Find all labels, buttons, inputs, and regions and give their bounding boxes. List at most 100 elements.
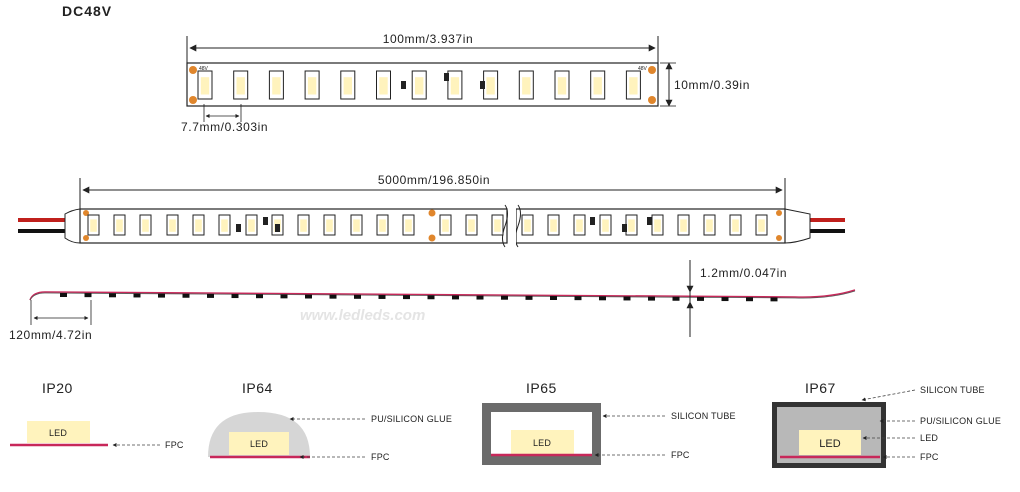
resistor-chip	[275, 224, 280, 232]
led-chip-emitter	[706, 219, 713, 232]
callout-glue: PU/SILICON GLUE	[371, 414, 452, 424]
side-led-chip	[280, 294, 288, 299]
led-chip-emitter	[272, 77, 281, 95]
callout-led: LED	[920, 433, 938, 443]
led-chip-emitter	[236, 77, 245, 95]
led-chip	[229, 432, 289, 455]
callout-fpc: FPC	[920, 452, 939, 462]
callout-fpc: FPC	[371, 452, 390, 462]
side-led-chip	[648, 296, 655, 301]
side-led-chip	[378, 294, 386, 299]
ip67-section: IP67 LED SILICON TUBE PU/SILICON GLUE LE…	[772, 380, 1001, 468]
led-chip-emitter	[732, 219, 739, 232]
led-chip-emitter	[307, 77, 317, 95]
strip-full-reel: 5000mm/196.850in	[18, 173, 845, 248]
resistor-chip	[622, 224, 627, 232]
led-chip-emitter	[628, 219, 635, 232]
ip-rating-title: IP64	[242, 380, 273, 396]
voltage-title: DC48V	[62, 3, 112, 19]
led-chip-emitter	[550, 219, 557, 232]
led-chip-emitter	[602, 219, 609, 232]
led-chip	[799, 430, 861, 455]
led-label: LED	[819, 438, 840, 450]
side-led-chip	[84, 293, 92, 298]
side-led-chip	[207, 293, 214, 298]
side-led-chip	[721, 297, 729, 302]
led-chip-emitter	[450, 77, 460, 95]
ip65-section: IP65 LED SILICON TUBE FPC	[482, 380, 736, 465]
led-chip-emitter	[379, 77, 388, 95]
strip-side-view: www.ledleds.com 1.2mm/0.047in 120mm/4.72…	[9, 260, 856, 342]
side-led-chip	[697, 296, 704, 301]
ip64-section: IP64 LED PU/SILICON GLUE FPC	[208, 380, 452, 462]
solder-pad	[189, 66, 197, 74]
thickness-label: 1.2mm/0.047in	[700, 266, 787, 280]
side-led-chip	[60, 293, 67, 297]
led-chip-emitter	[343, 77, 352, 95]
ip20-section: IP20 LED FPC	[10, 380, 184, 450]
resistor-chip	[236, 224, 241, 232]
full-length-label: 5000mm/196.850in	[378, 173, 490, 187]
led-chip-emitter	[326, 219, 333, 232]
solder-pad	[83, 235, 89, 241]
led-chip-emitter	[415, 77, 424, 95]
led-chip-emitter	[654, 219, 661, 232]
side-led-chip	[476, 295, 484, 300]
solder-pad	[776, 235, 782, 241]
callout-fpc: FPC	[671, 450, 690, 460]
callout-glue: PU/SILICON GLUE	[920, 416, 1001, 426]
side-led-chip	[672, 296, 680, 301]
side-chip-row	[60, 293, 778, 302]
width-label: 10mm/0.39in	[674, 78, 750, 92]
callout-leader	[861, 389, 916, 402]
strip-segment-top: 100mm/3.937in 48V 48V 10mm/0.39in 7.7mm/…	[181, 32, 750, 134]
break-gap	[508, 208, 516, 244]
side-led-chip	[403, 295, 410, 300]
side-led-chip	[231, 294, 239, 299]
length-label: 100mm/3.937in	[383, 32, 474, 46]
solder-pad	[776, 210, 782, 216]
resistor-chip	[401, 81, 406, 89]
callout-fpc: FPC	[165, 440, 184, 450]
led-chip-emitter	[353, 219, 360, 232]
led-chip-emitter	[116, 219, 123, 232]
led-chip-emitter	[758, 219, 765, 232]
led-chip	[511, 430, 574, 454]
side-led-chip	[599, 296, 606, 301]
end-cap-left	[64, 208, 81, 244]
led-chip-emitter	[468, 219, 475, 232]
solder-pad	[648, 96, 656, 104]
side-led-chip	[158, 293, 165, 298]
led-chip-emitter	[379, 219, 386, 232]
side-led-chip	[550, 296, 557, 300]
side-led-chip	[182, 293, 190, 298]
pad-voltage-mark: 48V	[638, 66, 648, 72]
side-fpc-line	[29, 289, 856, 301]
callout-silicon-tube: SILICON TUBE	[671, 411, 736, 421]
led-chip-row	[197, 70, 641, 100]
side-led-chip	[501, 295, 508, 300]
led-chip-emitter	[300, 219, 307, 232]
side-fpc-edge	[29, 290, 856, 301]
side-led-chip	[133, 293, 141, 298]
side-led-chip	[354, 294, 361, 299]
led-chip	[27, 421, 90, 443]
led-chip-emitter	[486, 77, 495, 95]
resistor-chip	[444, 73, 449, 81]
end-cap-right	[784, 208, 811, 244]
led-chip-emitter	[442, 219, 449, 232]
side-led-chip	[452, 295, 459, 300]
led-label: LED	[533, 438, 551, 448]
side-led-chip	[525, 295, 533, 300]
led-chip-emitter	[90, 219, 97, 232]
led-chip-emitter	[248, 219, 255, 232]
solder-pad	[428, 209, 436, 217]
led-chip-emitter	[557, 77, 567, 95]
side-led-chip	[329, 294, 337, 299]
side-led-chip	[574, 296, 582, 301]
callout-silicon-tube: SILICON TUBE	[920, 385, 985, 395]
led-chip-emitter	[200, 77, 210, 95]
led-chip-emitter	[680, 219, 687, 232]
